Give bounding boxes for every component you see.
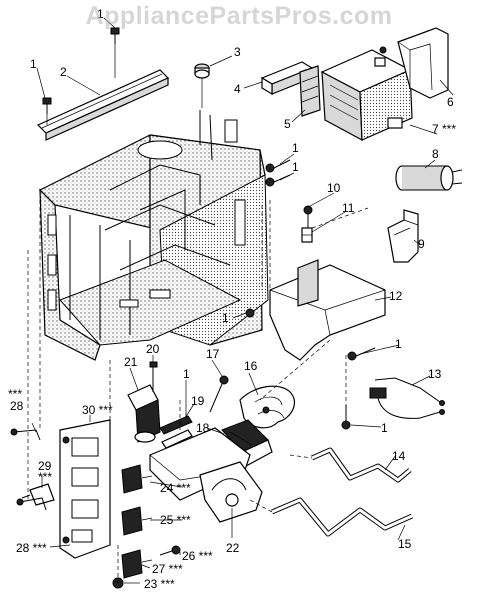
callout-label-c25: 25 *** (160, 513, 191, 527)
callout-label-c29s: *** (38, 470, 52, 484)
callout-label-c1g: 1 (381, 421, 388, 435)
switch-part (121, 464, 153, 494)
clip-part (301, 227, 313, 243)
screw-icon (42, 97, 52, 114)
capacitor-part (395, 165, 463, 191)
fuse-part (127, 384, 161, 443)
callout-label-c13: 13 (428, 367, 442, 381)
callout-label-c20: 20 (146, 342, 160, 356)
cord-part (369, 377, 445, 419)
callout-label-c1d: 1 (292, 160, 299, 174)
callout-label-c19: 19 (191, 394, 205, 408)
callout-label-c1f: 1 (395, 337, 402, 351)
switch-part (121, 549, 153, 579)
fan-blade-part (239, 385, 295, 429)
callout-label-c27: 27 *** (152, 562, 183, 576)
callout-label-c9: 9 (418, 237, 425, 251)
callout-label-c28b: 28 *** (16, 541, 47, 555)
callout-label-c6: 6 (447, 95, 454, 109)
wave-spring-part (271, 497, 414, 537)
callout-label-c23: 23 *** (144, 577, 175, 591)
callout-label-c18: 18 (196, 421, 210, 435)
callout-label-c1b: 1 (30, 57, 37, 71)
screw-icon (245, 308, 255, 318)
callout-label-c10: 10 (327, 181, 341, 195)
callout-label-c12: 12 (389, 289, 403, 303)
leader-lines (31, 17, 454, 584)
callout-label-c7: 7 *** (432, 122, 456, 136)
switch-bracket-part (59, 419, 111, 559)
callout-label-c4: 4 (234, 82, 241, 96)
capacitor-bracket-part (387, 209, 419, 263)
grommet-part (194, 63, 210, 79)
lever-part (21, 483, 55, 506)
callout-label-c24: 24 *** (160, 481, 191, 495)
top-rail-part (36, 69, 170, 141)
screw-icon (341, 405, 351, 430)
callout-label-c17: 17 (206, 347, 220, 361)
callout-label-c1c: 1 (292, 141, 299, 155)
screw-icon (209, 375, 229, 413)
plate-part (299, 65, 321, 117)
screw-icon (347, 347, 376, 361)
callout-label-cstar: *** (8, 387, 22, 401)
callout-label-c14: 14 (392, 449, 406, 463)
screw-icon (303, 205, 313, 230)
screw-icon (265, 159, 291, 173)
callout-label-c11: 11 (342, 201, 355, 215)
callout-label-c29: 29 (38, 459, 52, 473)
callout-label-c26: 26 *** (182, 549, 213, 563)
clip-part (159, 415, 193, 449)
callout-label-c1a: 1 (97, 7, 104, 21)
screw-icon (159, 545, 181, 556)
lever-part (16, 497, 47, 511)
callout-label-c16: 16 (244, 359, 258, 373)
callout-label-c15: 15 (398, 537, 412, 551)
oven-cavity-frame (38, 110, 269, 361)
screw-icon (149, 361, 158, 392)
callout-label-c30: 30 *** (82, 403, 113, 417)
callout-label-c1e: 1 (222, 311, 229, 325)
callout-label-c1h: 1 (183, 367, 190, 381)
bracket-part (397, 27, 449, 99)
mount-bracket-part (149, 427, 263, 523)
callout-label-c2: 2 (60, 65, 67, 79)
wave-spring-part (310, 447, 412, 483)
lever-part (10, 428, 41, 441)
callout-label-c28a: 28 (10, 399, 24, 413)
magnetron-part (320, 46, 413, 142)
base-plate-part (269, 259, 386, 361)
switch-part (121, 506, 153, 536)
screw-icon (110, 27, 120, 44)
callout-label-c22: 22 (226, 541, 240, 555)
callout-label-c8: 8 (432, 147, 439, 161)
callout-label-c5: 5 (284, 117, 291, 131)
callout-label-c21: 21 (124, 355, 138, 369)
callout-label-c3: 3 (234, 45, 241, 59)
